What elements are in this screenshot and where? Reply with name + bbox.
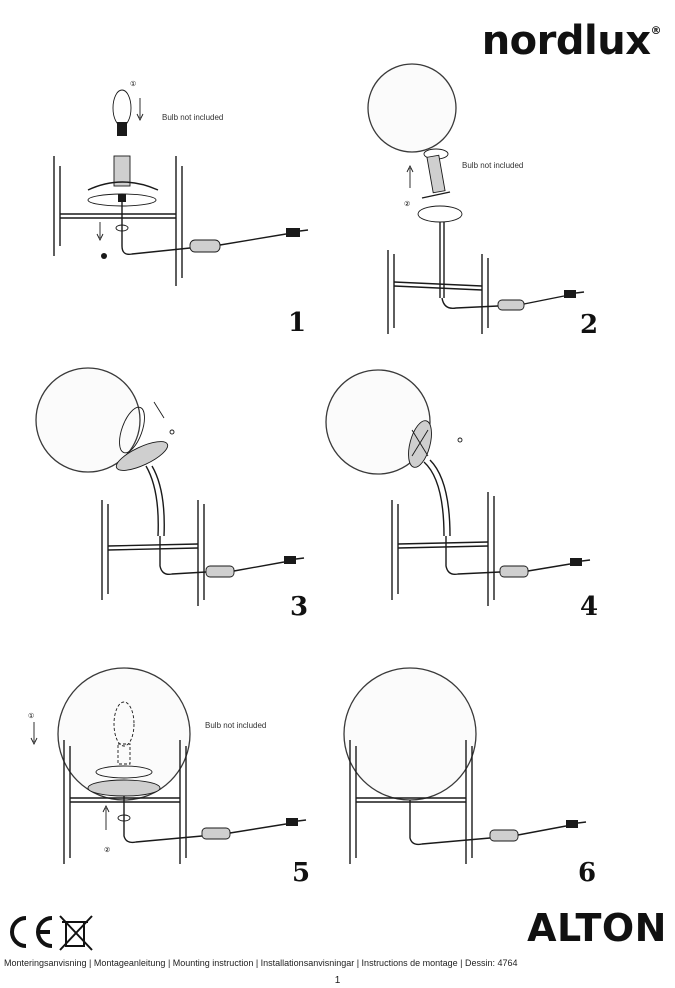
globe-shape	[35, 367, 141, 473]
step-number-4: 4	[580, 592, 599, 622]
footer-instructions: Monteringsanvisning | Montageanleitung |…	[4, 958, 518, 968]
step-2-illustration: ②	[360, 58, 610, 348]
svg-text:①: ①	[28, 712, 34, 720]
globe-shape	[343, 667, 477, 801]
globe-shape	[367, 63, 457, 153]
step-number-1: 1	[288, 308, 307, 338]
bulb-note-5: Bulb not included	[205, 721, 267, 730]
step-number-2: 2	[580, 310, 599, 340]
registered-mark: ®	[650, 24, 662, 37]
weee-icon	[59, 915, 93, 951]
page-number: 1	[334, 975, 341, 986]
svg-text:①: ①	[130, 80, 136, 88]
globe-shape	[325, 369, 431, 475]
ce-mark	[10, 916, 53, 948]
step-number-3: 3	[290, 592, 309, 622]
brand-logo: nordlux®	[481, 18, 662, 64]
bulb-note-2: Bulb not included	[462, 161, 524, 170]
svg-text:②: ②	[404, 200, 410, 208]
product-name: ALTON	[527, 906, 667, 950]
step-3-illustration	[30, 360, 320, 620]
step-number-5: 5	[292, 858, 311, 888]
step-6-illustration	[330, 658, 610, 878]
step-1-illustration: ①	[40, 78, 330, 298]
step-number-6: 6	[578, 858, 597, 888]
brand-name: nordlux	[481, 18, 651, 64]
step-5-illustration: ① ②	[20, 658, 320, 878]
bulb-shape	[112, 89, 132, 127]
certification-marks	[4, 912, 104, 957]
step-4-illustration	[320, 360, 610, 620]
svg-text:②: ②	[104, 846, 110, 854]
bulb-note-1: Bulb not included	[162, 113, 224, 122]
